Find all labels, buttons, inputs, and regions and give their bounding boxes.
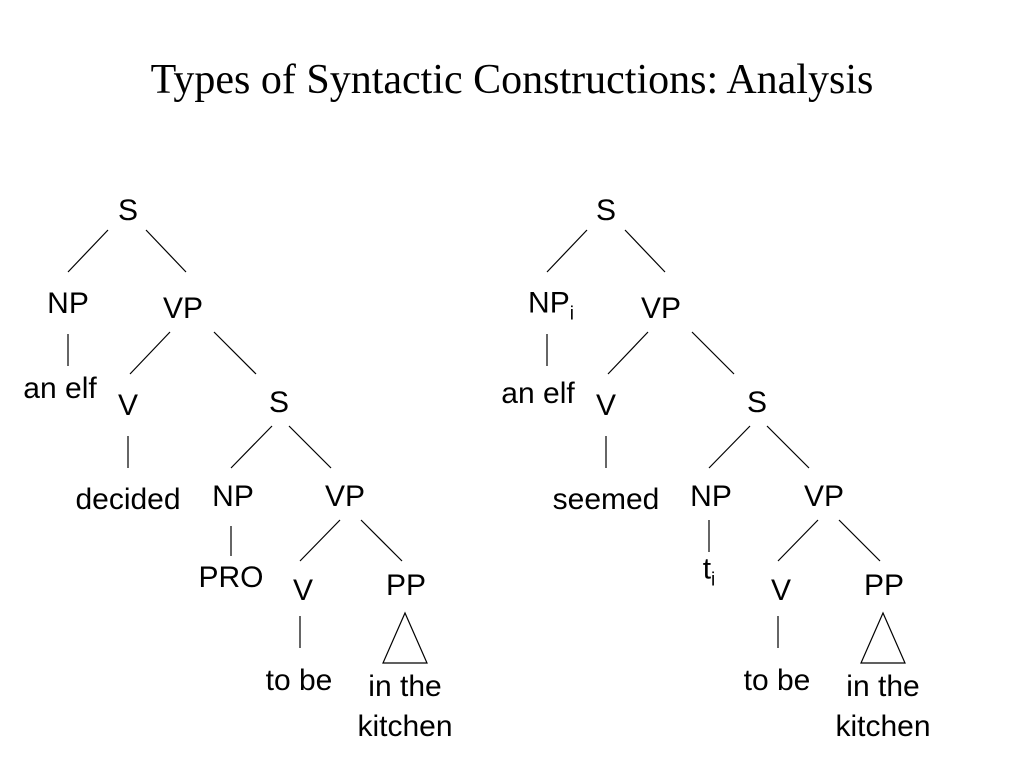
node-s: S <box>595 194 617 227</box>
pp-terminal-line1: in the <box>846 670 920 703</box>
node-trace: ti <box>702 552 716 591</box>
trace-label: t <box>702 552 712 586</box>
branch-vp2-pp <box>838 519 881 562</box>
node-v: V <box>595 389 617 422</box>
branch-s-vp <box>145 229 187 273</box>
node-v: V <box>117 389 139 422</box>
node-np-indexed: NPi <box>528 286 574 325</box>
node-to-be: to be <box>743 664 811 697</box>
pp-triangle <box>860 611 906 664</box>
trace-index: i <box>711 569 716 591</box>
np-label: NP <box>528 286 570 320</box>
node-vp: VP <box>640 292 682 325</box>
node-v-embedded: V <box>292 574 314 607</box>
branch-s-np2 <box>708 425 751 469</box>
slide-title: Types of Syntactic Constructions: Analys… <box>150 57 874 103</box>
branch-s-np2 <box>230 425 273 469</box>
node-vp-embedded: VP <box>324 480 366 513</box>
node-vp: VP <box>162 292 204 325</box>
node-np-embedded: NP <box>212 480 254 513</box>
pp-terminal-line2: kitchen <box>835 710 931 743</box>
node-pp-terminal: in the kitchen <box>835 667 930 747</box>
branch-vp-v <box>129 331 171 375</box>
node-s-embedded: S <box>268 386 290 419</box>
pp-terminal-line1: in the <box>368 670 442 703</box>
branch-vp-v <box>607 331 649 375</box>
branch-s-vp2 <box>288 425 332 469</box>
node-s: S <box>117 194 139 227</box>
node-v-embedded: V <box>770 574 792 607</box>
branch-vp-s <box>691 331 735 375</box>
branch-s-vp <box>624 229 666 273</box>
node-pp-terminal: in the kitchen <box>357 667 452 747</box>
node-vp-embedded: VP <box>803 480 845 513</box>
branch-s-vp2 <box>766 425 810 469</box>
node-s-embedded: S <box>746 386 768 419</box>
pp-terminal-line2: kitchen <box>357 710 453 743</box>
branch-vp2-v <box>299 519 341 562</box>
node-subject: an elf <box>501 377 575 410</box>
branch-vp2-v <box>777 519 819 562</box>
node-verb: seemed <box>552 483 660 516</box>
branch-vp-s <box>213 331 257 375</box>
np-index: i <box>569 303 574 325</box>
node-pp: PP <box>863 569 905 602</box>
branch-vp2-pp <box>360 519 403 562</box>
node-np: NP <box>47 287 89 320</box>
branch-s-np <box>67 229 109 273</box>
pp-triangle <box>382 611 428 664</box>
node-to-be: to be <box>265 664 333 697</box>
branch-s-np <box>546 229 588 273</box>
node-pro: PRO <box>198 561 264 594</box>
node-verb: decided <box>75 483 181 516</box>
node-subject: an elf <box>23 372 97 405</box>
node-pp: PP <box>385 569 427 602</box>
node-np-embedded: NP <box>690 480 732 513</box>
